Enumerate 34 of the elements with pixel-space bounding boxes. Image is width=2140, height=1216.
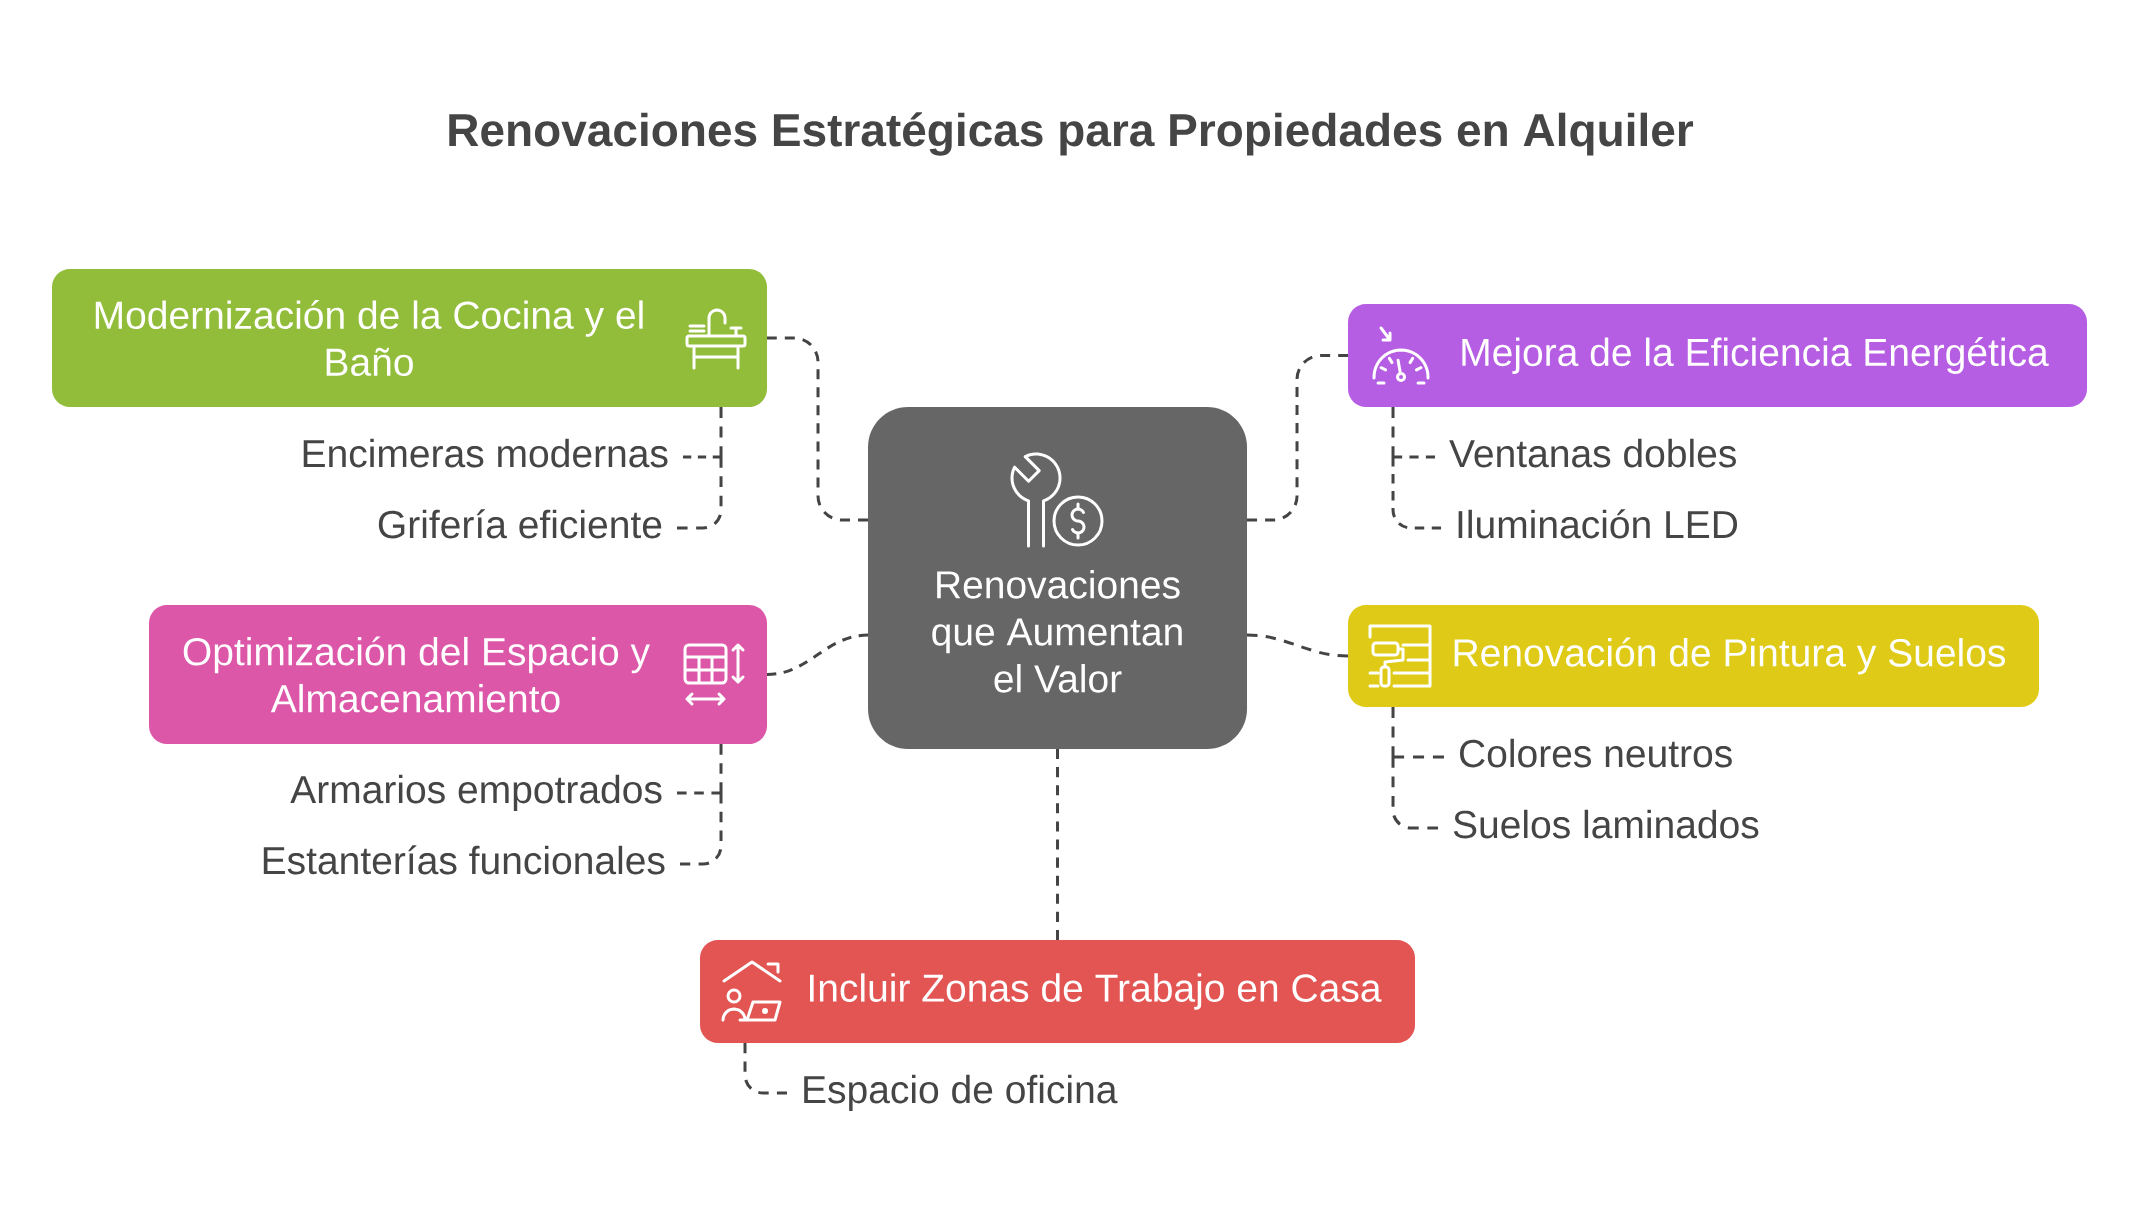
connector-line <box>1391 407 1395 457</box>
connector-line <box>1391 707 1395 757</box>
item-label: Ventanas dobles <box>1449 438 1736 468</box>
connector-line <box>719 407 723 457</box>
item-label: Suelos laminados <box>1453 809 1759 839</box>
connector-line <box>1391 457 1441 530</box>
connector-line <box>1393 755 1444 759</box>
connector-line <box>677 457 723 530</box>
item-label: Colores neutros <box>1460 738 1732 768</box>
topic-box: Optimización del Espacio y Almacenamiento <box>149 605 767 744</box>
connector-line <box>719 744 723 793</box>
topic-box: Modernización de la Cocina y el Baño <box>52 269 767 407</box>
central-topic-box: Renovaciones que Aumentan el Valor <box>868 407 1247 749</box>
connector-line <box>1056 749 1059 940</box>
topic-box: Renovación de Pintura y Suelos <box>1348 605 2040 707</box>
item-label: Estanterías funcionales <box>263 845 665 875</box>
item-label: Armarios empotrados <box>290 774 662 812</box>
connector-line <box>677 791 721 795</box>
connector-line <box>1391 757 1438 830</box>
item-label: Encimeras modernas <box>303 438 668 468</box>
connector-line <box>743 1043 787 1095</box>
connector-line <box>680 793 723 866</box>
topic-box: Incluir Zonas de Trabajo en Casa <box>700 940 1415 1043</box>
topic-box: Mejora de la Eficiencia Energética <box>1348 304 2088 407</box>
connector-line <box>1247 354 1348 522</box>
item-label: Espacio de oficina <box>804 1074 1118 1112</box>
item-label: Iluminación LED <box>1458 509 1738 539</box>
connector-line <box>1393 455 1435 459</box>
connector-line <box>683 455 721 459</box>
item-label: Grifería eficiente <box>378 509 662 539</box>
connector-line <box>1246 633 1349 658</box>
diagram-title: Renovaciones Estratégicas para Propiedades en Alquiler <box>449 112 1694 156</box>
connector-line <box>766 633 869 676</box>
connector-line <box>767 336 868 522</box>
